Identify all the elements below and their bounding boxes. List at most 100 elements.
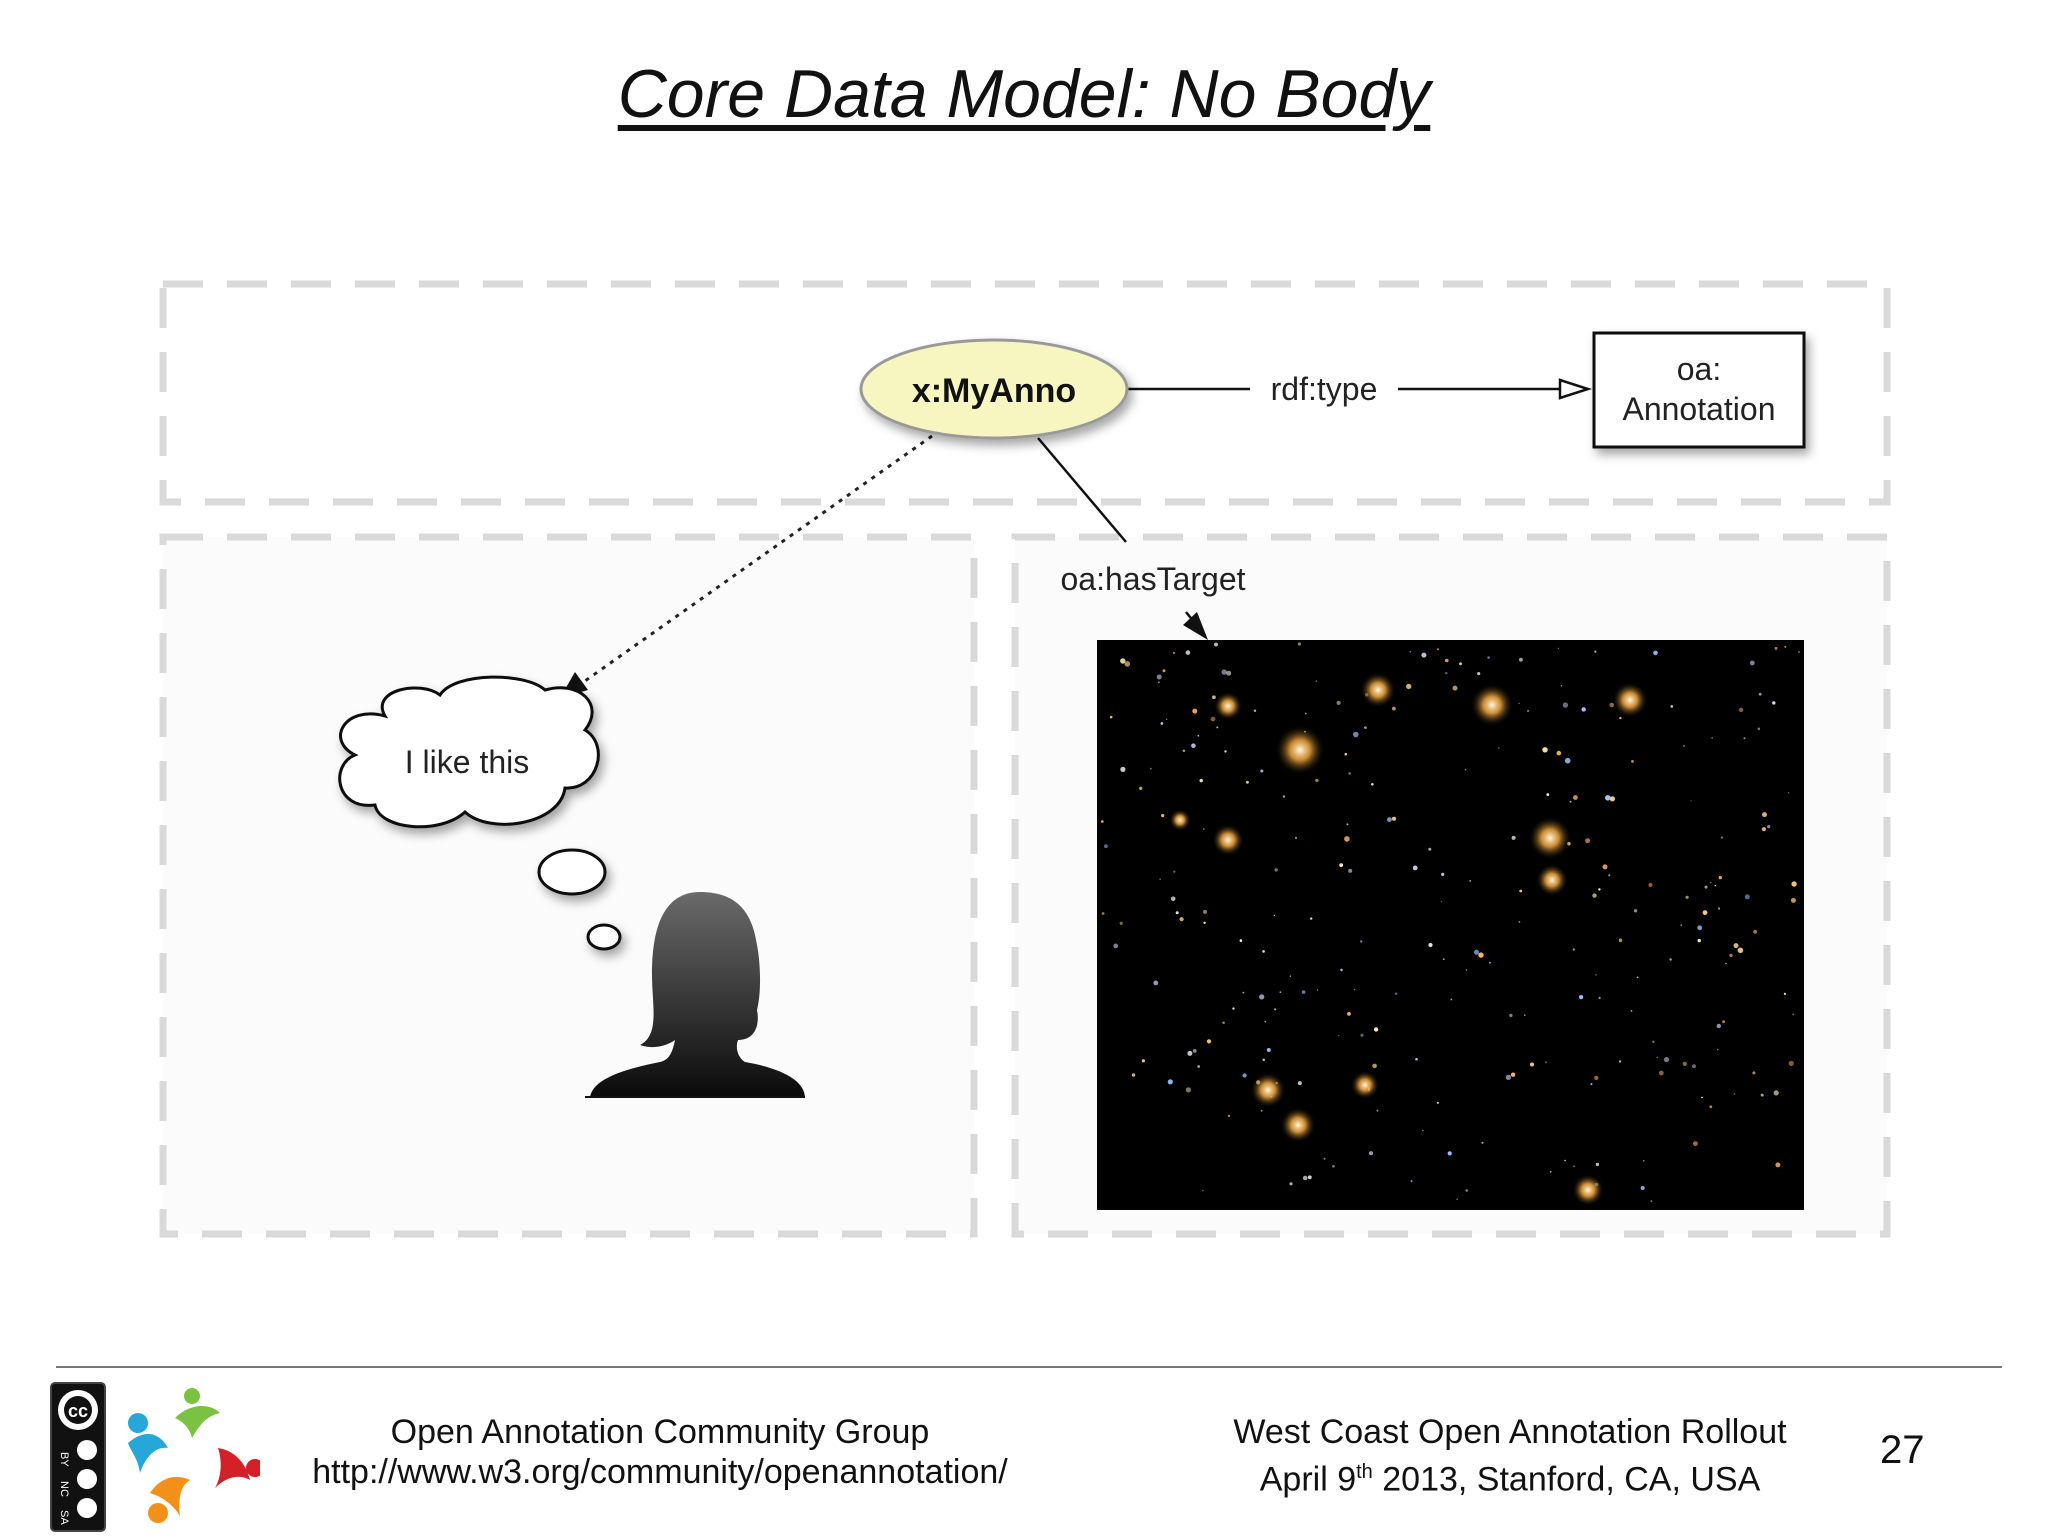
footer-org-url[interactable]: http://www.w3.org/community/openannotati… (312, 1453, 1008, 1491)
star (1690, 800, 1692, 802)
star (1526, 709, 1530, 713)
star (1409, 651, 1411, 653)
star (1737, 947, 1744, 954)
target-image[interactable] (1097, 640, 1804, 1210)
star (1720, 836, 1723, 839)
star (1372, 1063, 1377, 1069)
star (1279, 991, 1282, 994)
galaxy (1470, 683, 1514, 727)
cc-license-badge[interactable]: cc BY NC SA (50, 1382, 106, 1532)
star (1166, 718, 1168, 720)
star (1360, 1033, 1364, 1037)
star (1714, 884, 1717, 887)
star (1197, 1065, 1201, 1068)
star (1173, 870, 1176, 873)
star (1717, 1049, 1719, 1051)
star (1348, 868, 1353, 873)
star (1141, 1059, 1145, 1063)
star (1282, 795, 1286, 798)
thought-text: I like this (405, 744, 529, 780)
star (1656, 1056, 1659, 1059)
star (1733, 943, 1739, 949)
star (1518, 702, 1520, 704)
star (1203, 828, 1205, 830)
star (1716, 1023, 1722, 1029)
star (1185, 650, 1191, 655)
star (1524, 1014, 1526, 1016)
star (1663, 1057, 1670, 1063)
star (1344, 836, 1350, 842)
footer-event: West Coast Open Annotation Rollout April… (1200, 1412, 1820, 1499)
star (1422, 1129, 1424, 1132)
star (1139, 786, 1143, 790)
star (1214, 642, 1218, 647)
star (1310, 917, 1313, 920)
star (1609, 796, 1615, 802)
star (1415, 1057, 1418, 1061)
star (1149, 767, 1152, 770)
star (1791, 881, 1797, 887)
galaxy (1213, 691, 1243, 721)
star (1428, 942, 1433, 948)
footer-org: Open Annotation Community Group http://w… (290, 1412, 1030, 1492)
star (1124, 661, 1131, 667)
type-edge-label: rdf:type (1271, 371, 1378, 407)
page-number: 27 (1880, 1428, 1925, 1472)
star (1175, 911, 1179, 915)
star (1274, 1008, 1277, 1011)
star (1412, 865, 1418, 871)
star (1585, 838, 1591, 844)
star (1289, 975, 1291, 977)
star (1410, 1180, 1413, 1183)
star (1709, 1105, 1713, 1109)
footer-divider (56, 1366, 2002, 1368)
star (1156, 674, 1162, 680)
star (1556, 750, 1562, 756)
svg-text:SA: SA (58, 1510, 70, 1525)
star (1373, 1027, 1379, 1032)
star (1197, 734, 1200, 737)
star (1697, 938, 1701, 943)
star (1465, 969, 1468, 971)
annotation-diagram: rdf:type oa: Annotation oa:hasTarget x:M… (159, 280, 1891, 1238)
star (1550, 1171, 1552, 1173)
slide-title: Core Data Model: No Body (617, 56, 1431, 132)
star (1459, 662, 1463, 666)
annotation-class-node[interactable] (1592, 331, 1806, 449)
star (1643, 1159, 1645, 1162)
star (1450, 998, 1453, 1001)
star (1790, 897, 1796, 903)
star (1680, 924, 1683, 927)
star (1179, 917, 1184, 922)
star (1518, 921, 1521, 923)
thought-cloud (338, 675, 622, 951)
star (1744, 894, 1750, 900)
star (1315, 778, 1319, 783)
class-node-line2: Annotation (1622, 391, 1775, 427)
star (1581, 707, 1586, 712)
star (1376, 1109, 1379, 1112)
star (1519, 889, 1523, 893)
star (1761, 827, 1766, 832)
star (1473, 949, 1480, 955)
star (1210, 716, 1216, 722)
star (1157, 681, 1160, 684)
star (1546, 793, 1550, 796)
star (1633, 909, 1638, 913)
star (1161, 814, 1165, 818)
star (1757, 727, 1761, 731)
footer-event-date: April 9th 2013, Stanford, CA, USA (1200, 1452, 1820, 1499)
star (1652, 1040, 1655, 1044)
anno-node[interactable] (859, 338, 1129, 440)
star (1598, 888, 1601, 891)
svg-text:NC: NC (58, 1481, 70, 1497)
star (1315, 680, 1318, 682)
star (1394, 992, 1398, 995)
star (1119, 921, 1123, 925)
star (1692, 1064, 1696, 1068)
star (1510, 1072, 1516, 1077)
star (1787, 792, 1790, 794)
star (1767, 825, 1771, 829)
target-image-stars (1101, 642, 1800, 1207)
star (1307, 1175, 1312, 1180)
